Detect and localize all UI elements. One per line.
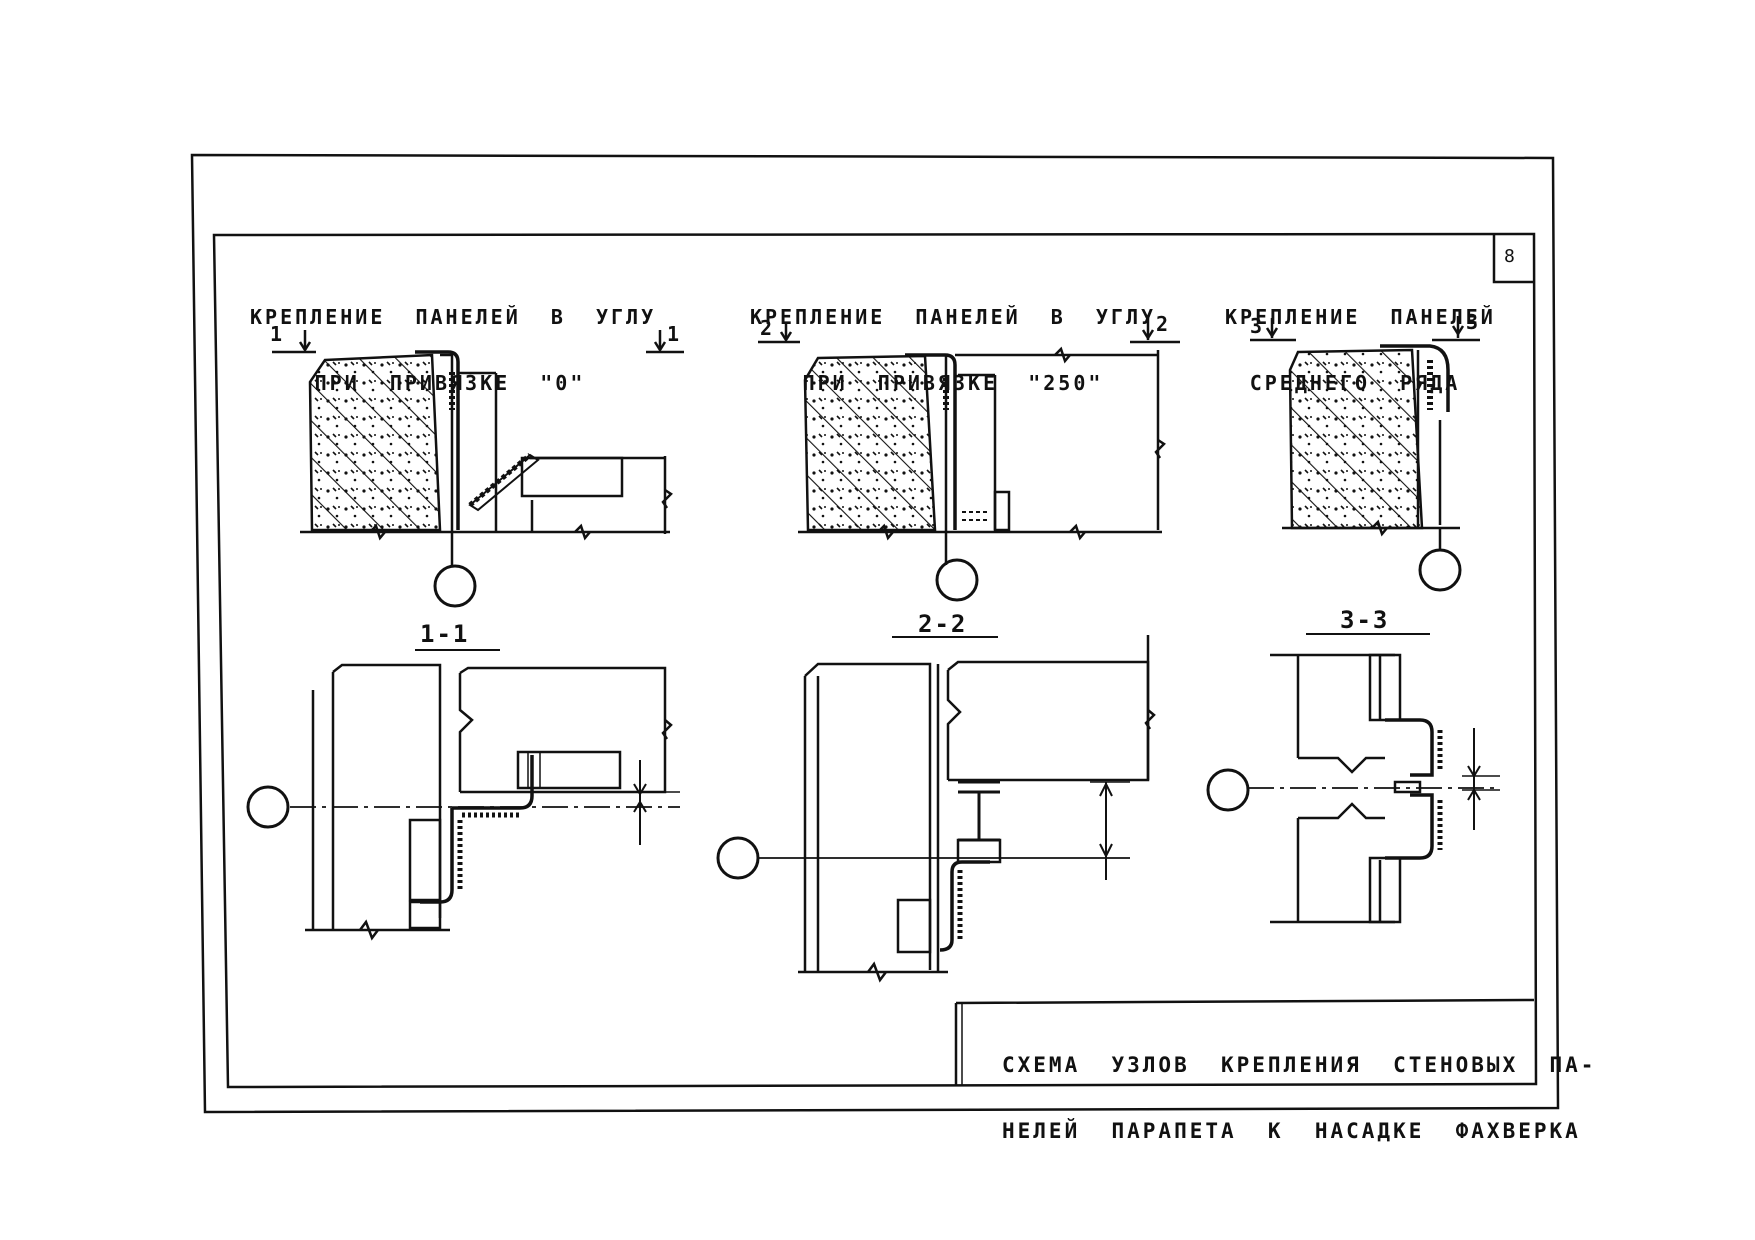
detail-1-title-line2: ПРИ ПРИВЯЗКЕ "0" bbox=[314, 371, 586, 395]
axis-marker bbox=[246, 785, 290, 829]
stamp-title: СХЕМА УЗЛОВ КРЕПЛЕНИЯ СТЕНОВЫХ ПА- НЕЛЕЙ… bbox=[1002, 1010, 1596, 1164]
detail-2-plan bbox=[758, 318, 1180, 602]
axis-marker bbox=[716, 836, 760, 880]
stamp-title-line1: СХЕМА УЗЛОВ КРЕПЛЕНИЯ СТЕНОВЫХ ПА- bbox=[1002, 1053, 1597, 1077]
page-number: 8 bbox=[1504, 246, 1515, 267]
detail-3-plan bbox=[1250, 316, 1480, 592]
detail-2-title-line2: ПРИ ПРИВЯЗКЕ "250" bbox=[802, 371, 1104, 395]
section-1-1-label: 1-1 bbox=[420, 620, 470, 648]
axis-marker bbox=[1206, 768, 1250, 812]
detail-3-title-line2: СРЕДНЕГО РЯДА bbox=[1249, 371, 1461, 395]
stamp-title-line2: НЕЛЕЙ ПАРАПЕТА К НАСАДКЕ ФАХВЕРКА bbox=[1002, 1119, 1581, 1143]
axis-marker bbox=[433, 564, 477, 608]
detail-2-title: КРЕПЛЕНИЕ ПАНЕЛЕЙ В УГЛУ ПРИ ПРИВЯЗКЕ "2… bbox=[748, 262, 1158, 416]
detail-2-title-line1: КРЕПЛЕНИЕ ПАНЕЛЕЙ В УГЛУ bbox=[749, 305, 1157, 329]
section-1-1 bbox=[246, 649, 680, 941]
detail-2-cut-right: 2 bbox=[1156, 312, 1169, 336]
section-3-3-label: 3-3 bbox=[1340, 606, 1390, 634]
axis-marker bbox=[935, 558, 979, 602]
section-2-2 bbox=[716, 635, 1156, 983]
detail-1-cut-right: 1 bbox=[667, 322, 680, 346]
detail-3-cut-left: 3 bbox=[1250, 314, 1263, 338]
detail-1-cut-left: 1 bbox=[270, 322, 283, 346]
detail-1-plan bbox=[272, 330, 684, 608]
outer-frame bbox=[190, 153, 1560, 1114]
section-2-2-label: 2-2 bbox=[918, 610, 968, 638]
section-3-3 bbox=[1206, 633, 1500, 924]
detail-1-title-line1: КРЕПЛЕНИЕ ПАНЕЛЕЙ В УГЛУ bbox=[250, 305, 657, 329]
detail-3-title-line1: КРЕПЛЕНИЕ ПАНЕЛЕЙ bbox=[1225, 305, 1496, 329]
detail-3-title: КРЕПЛЕНИЕ ПАНЕЛЕЙ СРЕДНЕГО РЯДА bbox=[1225, 262, 1496, 416]
detail-2-cut-left: 2 bbox=[760, 316, 773, 340]
stamp-box bbox=[954, 998, 1535, 1085]
inner-frame bbox=[212, 232, 1538, 1089]
detail-3-cut-right: 3 bbox=[1466, 310, 1479, 334]
detail-1-title: КРЕПЛЕНИЕ ПАНЕЛЕЙ В УГЛУ ПРИ ПРИВЯЗКЕ "0… bbox=[250, 262, 657, 416]
page-number-box bbox=[1492, 235, 1534, 284]
axis-marker bbox=[1418, 548, 1462, 592]
